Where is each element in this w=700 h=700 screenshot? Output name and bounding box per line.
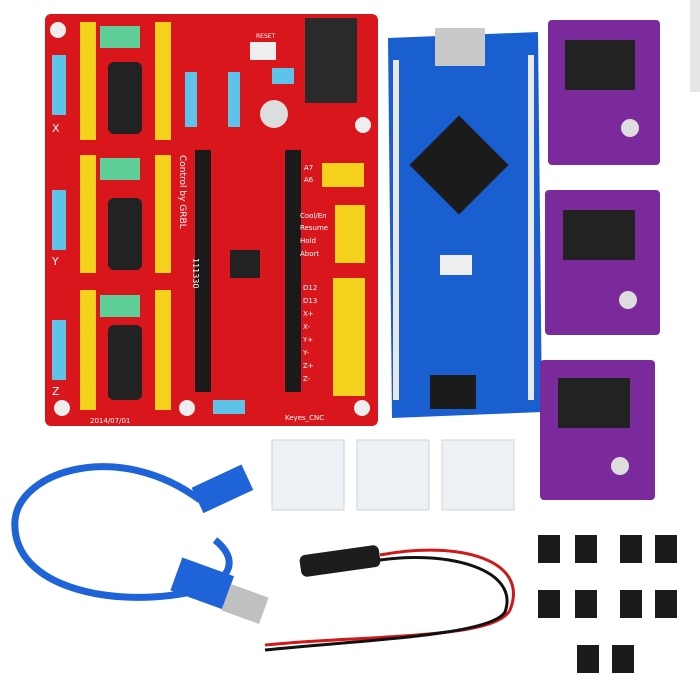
nano-reset-button <box>440 255 472 275</box>
label-ym: Y- <box>302 349 309 357</box>
control-text: Control by GRBL <box>177 155 187 229</box>
label-hold: Hold <box>300 237 316 245</box>
label-cool: Cool/En <box>300 212 327 220</box>
axis-connectors <box>52 55 294 414</box>
stepper-driver <box>548 20 660 165</box>
date-text: 2014/07/01 <box>90 417 130 425</box>
stepper-driver <box>540 360 655 500</box>
jumper-caps <box>538 535 677 673</box>
reset-label: RESET <box>256 33 276 40</box>
cnc-shield-board: X Y Z RESET Control by GRBL 111330 A7 A6… <box>45 14 378 426</box>
label-xm: X- <box>303 323 310 331</box>
axis-label-z: Z <box>52 385 60 398</box>
axis-label-x: X <box>52 122 60 135</box>
dc-jack <box>305 18 357 103</box>
driver-sockets <box>80 22 171 410</box>
label-resume: Resume <box>300 224 328 232</box>
buzzer <box>260 100 288 128</box>
label-a7: A7 <box>304 164 313 172</box>
microcontroller-chip <box>409 115 509 215</box>
label-xp: X+ <box>303 310 314 318</box>
label-yp: Y+ <box>302 336 313 344</box>
label-a6: A6 <box>304 176 314 184</box>
heatsinks <box>271 439 515 511</box>
icsp-header <box>430 375 476 409</box>
mini-usb-port <box>435 28 485 66</box>
version-text: 111330 <box>191 258 200 289</box>
brand-text: Keyes_CNC <box>285 414 324 422</box>
background-edge <box>690 0 700 92</box>
reset-button <box>250 42 276 60</box>
arduino-nano-board <box>388 28 542 418</box>
label-zp: Z+ <box>303 362 314 370</box>
label-d12: D12 <box>303 284 317 292</box>
nano-socket-left <box>195 150 211 392</box>
label-d13: D13 <box>303 297 317 305</box>
nano-socket-right <box>285 150 301 392</box>
stepper-driver <box>545 190 660 335</box>
usb-cable <box>11 463 269 624</box>
dc-power-cable <box>264 545 515 652</box>
label-zm: Z- <box>303 375 311 383</box>
axis-label-y: Y <box>51 255 59 268</box>
label-abort: Abort <box>300 250 319 258</box>
regulator <box>230 250 260 278</box>
